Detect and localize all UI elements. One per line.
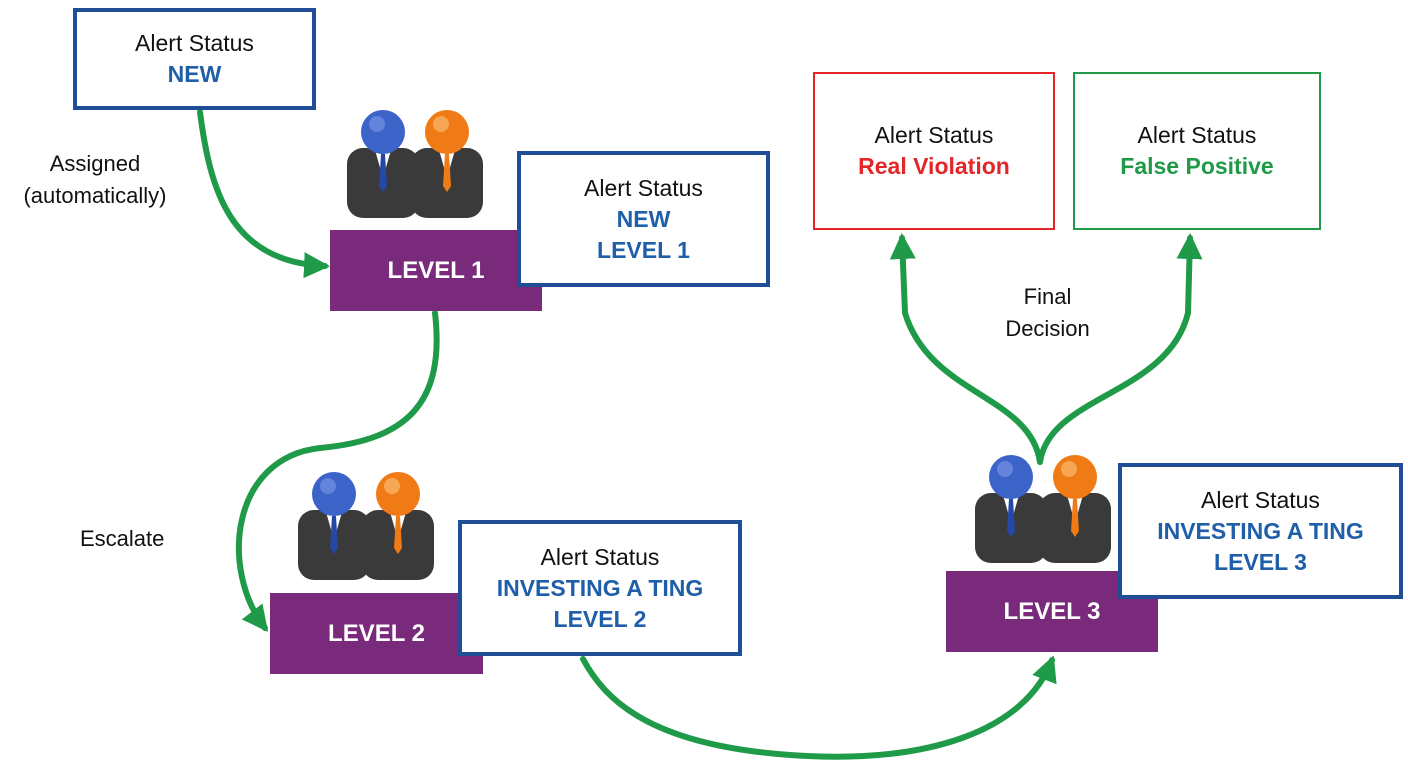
real-violation-status-value: Real Violation — [858, 153, 1010, 179]
person-right-icon — [1039, 455, 1111, 563]
false-positive-status-label: Alert Status — [1137, 122, 1257, 148]
person-left-icon — [298, 472, 370, 580]
level-3-status-box: Alert Status INVESTING A TING LEVEL 3 — [1118, 463, 1403, 599]
level-2-status-box: Alert Status INVESTING A TING LEVEL 2 — [458, 520, 742, 656]
false-positive-status-value: False Positive — [1120, 153, 1274, 179]
level-1-status-box: Alert Status NEW LEVEL 1 — [517, 151, 770, 287]
level-3-status-value: INVESTING A TING — [1157, 517, 1364, 544]
level-3-status-level: LEVEL 3 — [1214, 548, 1307, 575]
level-3-block: LEVEL 3 — [946, 571, 1158, 652]
person-right-icon — [411, 110, 483, 218]
start-status-box: Alert Status NEW — [73, 8, 316, 110]
level-2-status-value: INVESTING A TING — [496, 574, 704, 601]
real-violation-status-label: Alert Status — [874, 122, 994, 148]
arrow-escalate — [236, 310, 440, 632]
level-1-block: LEVEL 1 — [330, 230, 542, 311]
start-status-value: NEW — [167, 61, 222, 87]
arrow-decision-real — [889, 233, 1043, 465]
level-1-status-label: Alert Status — [584, 174, 703, 201]
start-status-label: Alert Status — [135, 30, 254, 56]
level-2-status-level: LEVEL 2 — [553, 605, 647, 632]
assigned-label: Assigned (automatically) — [23, 151, 167, 208]
person-right-icon — [362, 472, 434, 580]
real-violation-status-box: Alert Status Real Violation — [813, 72, 1055, 230]
level-2-block: LEVEL 2 — [270, 593, 483, 674]
person-left-icon — [347, 110, 419, 218]
two-businessmen-icon — [347, 110, 483, 218]
final-decision-label: Final Decision — [1005, 284, 1090, 341]
person-left-icon — [975, 455, 1047, 563]
arrow-level2-to-level3 — [580, 655, 1057, 760]
level-3-status-label: Alert Status — [1201, 486, 1320, 513]
escalate-label: Escalate — [80, 526, 165, 551]
level-1-status-value: NEW — [616, 205, 671, 232]
false-positive-status-box: Alert Status False Positive — [1073, 72, 1321, 230]
two-businessmen-icon — [298, 472, 434, 580]
arrow-decision-false — [1037, 233, 1203, 465]
two-businessmen-icon — [975, 455, 1111, 563]
level-2-status-label: Alert Status — [540, 543, 660, 570]
level-1-status-level: LEVEL 1 — [597, 236, 690, 263]
arrow-assigned — [197, 109, 330, 279]
